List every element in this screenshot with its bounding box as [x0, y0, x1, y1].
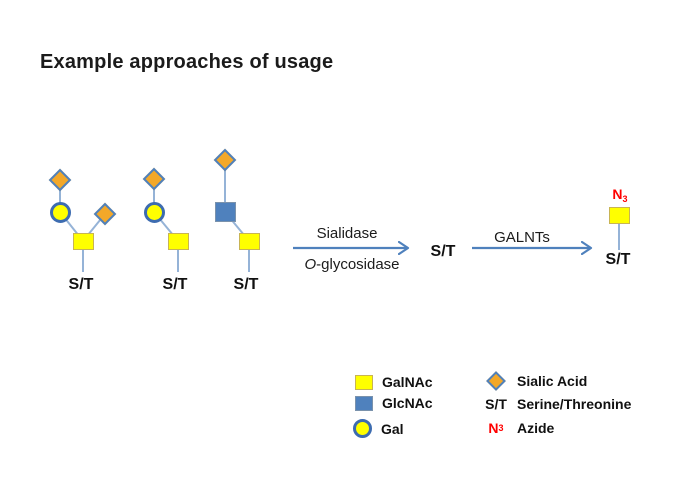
- legend-item-galnac: GalNAc: [355, 374, 433, 390]
- gal-icon: [353, 419, 372, 438]
- sialic-acid-icon: [213, 148, 237, 172]
- page-title: Example approaches of usage: [40, 51, 334, 73]
- enzyme-label-sialidase: Sialidase: [316, 225, 378, 242]
- legend-item-gal: Gal: [353, 419, 404, 438]
- legend-label-galnac: GalNAc: [382, 374, 433, 390]
- galnac-icon: [168, 233, 189, 250]
- sialic-acid-icon: [486, 371, 506, 391]
- legend-label-glcnac: GlcNAc: [382, 395, 433, 411]
- legend-symbol-wrapper: [484, 371, 508, 391]
- legend-label-serine-threonine: Serine/Threonine: [517, 396, 632, 412]
- gal-icon: [144, 202, 165, 223]
- legend-label-azide: Azide: [517, 420, 555, 436]
- serine-threonine-anchor-label: S/T: [605, 251, 631, 268]
- serine-threonine-anchor-label: S/T: [233, 276, 259, 293]
- galnac-icon: [239, 233, 260, 250]
- legend-label-sialic-acid: Sialic Acid: [517, 373, 588, 389]
- enzyme-label-glycosidase-rest: -glycosidase: [316, 256, 400, 273]
- glcnac-icon: [215, 202, 236, 222]
- enzyme-label-italic-o: O: [304, 256, 317, 273]
- serine-threonine-anchor-label: S/T: [68, 276, 94, 293]
- legend-label-gal: Gal: [381, 420, 404, 437]
- sialic-acid-icon: [142, 167, 166, 191]
- azide-n3-label: N3: [612, 186, 628, 204]
- legend-item-serine-threonine: S/T Serine/Threonine: [484, 396, 631, 412]
- legend-item-sialic-acid: Sialic Acid: [484, 371, 588, 391]
- serine-threonine-anchor-label: S/T: [162, 276, 188, 293]
- glcnac-icon: [355, 395, 373, 411]
- galnac-icon: [355, 374, 373, 390]
- galnac-icon: [609, 207, 630, 224]
- sialic-acid-icon: [93, 202, 117, 226]
- galnac-icon: [73, 233, 94, 250]
- sialic-acid-icon: [48, 168, 72, 192]
- enzyme-label-o-glycosidase: O-glycosidase: [304, 256, 399, 273]
- enzyme-label-galnts: GALNTs: [494, 229, 550, 246]
- intermediate-st-label: S/T: [430, 243, 456, 260]
- legend-item-glcnac: GlcNAc: [355, 395, 433, 411]
- gal-icon: [50, 202, 71, 223]
- st-symbol: S/T: [485, 396, 507, 412]
